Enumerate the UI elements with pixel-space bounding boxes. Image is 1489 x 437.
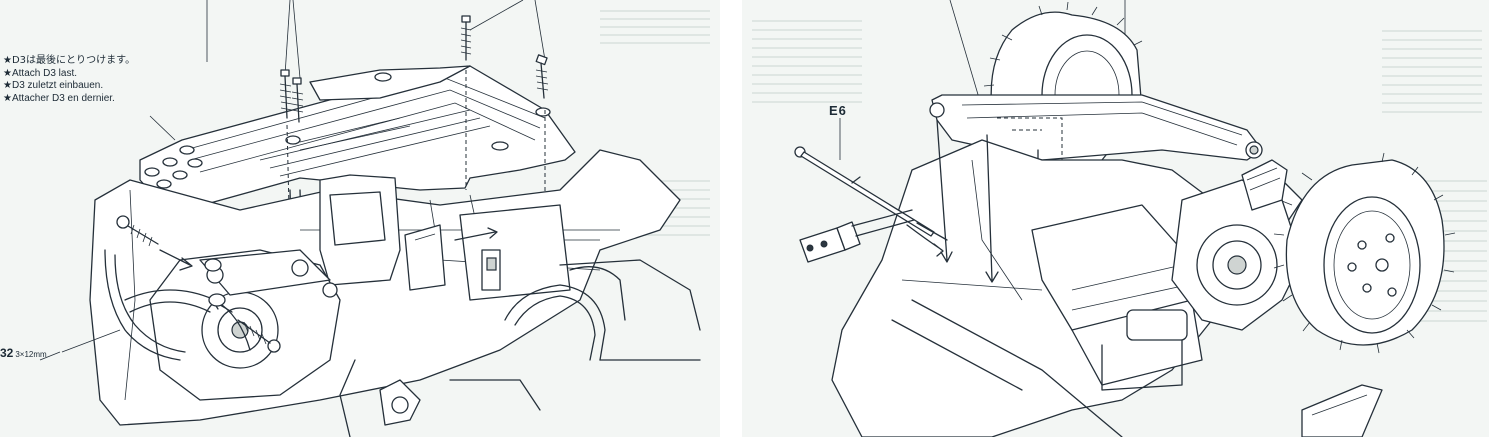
shaft-part-e6 (794, 146, 948, 241)
wheel-icon (1273, 152, 1456, 354)
screw-part-number: 32 (0, 346, 14, 360)
star-icon: ★ (3, 92, 12, 104)
note-japanese: ★D3は最後にとりつけます。 (3, 55, 136, 66)
rear-suspension-assembly-drawing (794, 0, 1456, 437)
screw-icon (116, 215, 159, 247)
part-label-e6: E6 (829, 103, 847, 118)
screw-size-label: 3×12mm (15, 350, 47, 359)
diagram-panel-right: E6 (742, 0, 1489, 437)
connector-plug-icon (799, 209, 915, 263)
chassis-assembly-drawing (39, 0, 701, 437)
note-english: ★Attach D3 last. (3, 67, 77, 79)
diagram-panel-left: ★D3は最後にとりつけます。 ★Attach D3 last. ★D3 zule… (0, 0, 720, 437)
star-icon: ★ (3, 80, 12, 91)
screw-icon (291, 77, 304, 123)
screw-icon (237, 319, 281, 353)
note-german: ★D3 zuletzt einbauen. (3, 80, 104, 91)
star-icon: ★ (3, 55, 12, 66)
screw-icon (279, 69, 293, 119)
screw-icon (535, 54, 549, 99)
note-french: ★Attacher D3 en dernier. (3, 92, 115, 104)
assembly-note-d3: ★D3は最後にとりつけます。 ★Attach D3 last. ★D3 zule… (3, 55, 135, 105)
star-icon: ★ (3, 67, 12, 79)
screw-icon (460, 15, 472, 61)
